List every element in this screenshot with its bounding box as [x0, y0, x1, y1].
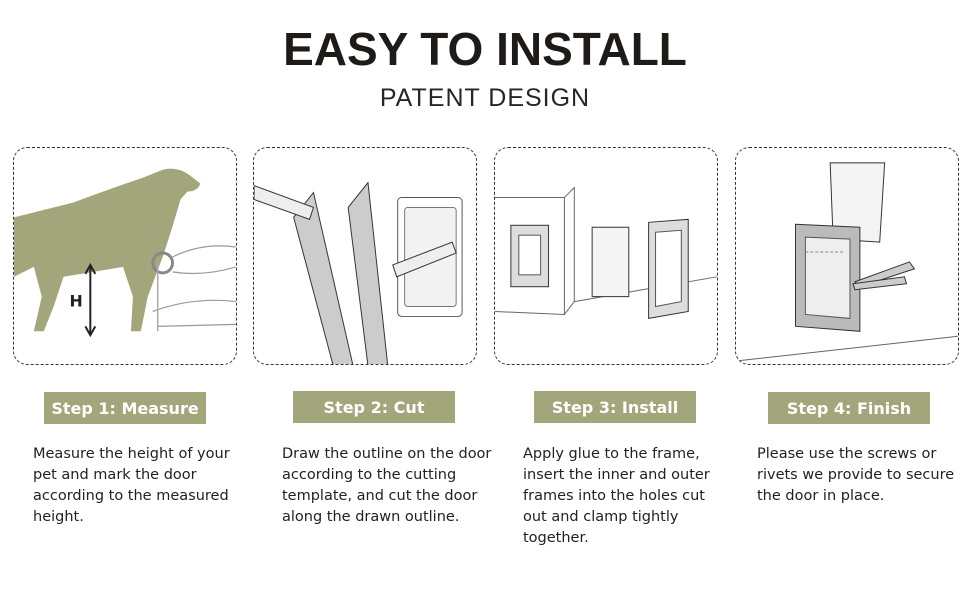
cutting-door-icon	[254, 181, 463, 364]
step-4-illustration	[735, 147, 959, 365]
step-4-label: Step 4: Finish	[768, 392, 930, 424]
page-title: EASY TO INSTALL	[283, 23, 687, 75]
step-4-description: Please use the screws or rivets we provi…	[757, 446, 955, 504]
dog-measure-icon: H	[14, 168, 236, 338]
finish-door-icon	[736, 162, 958, 362]
install-frame-icon	[495, 186, 717, 320]
step-2-illustration	[253, 147, 477, 365]
step-1-illustration: H	[13, 147, 237, 365]
step-2-label: Step 2: Cut	[293, 391, 455, 423]
step-3-illustration	[494, 147, 718, 365]
height-marker: H	[70, 292, 83, 311]
step-1-label: Step 1: Measure	[44, 392, 206, 424]
step-3-label: Step 3: Install	[534, 391, 696, 423]
step-1-description: Measure the height of your pet and mark …	[33, 446, 230, 525]
step-2-description: Draw the outline on the door according t…	[282, 446, 492, 525]
page-subtitle: PATENT DESIGN	[379, 84, 591, 112]
step-3-description: Apply glue to the frame, insert the inne…	[523, 446, 710, 546]
